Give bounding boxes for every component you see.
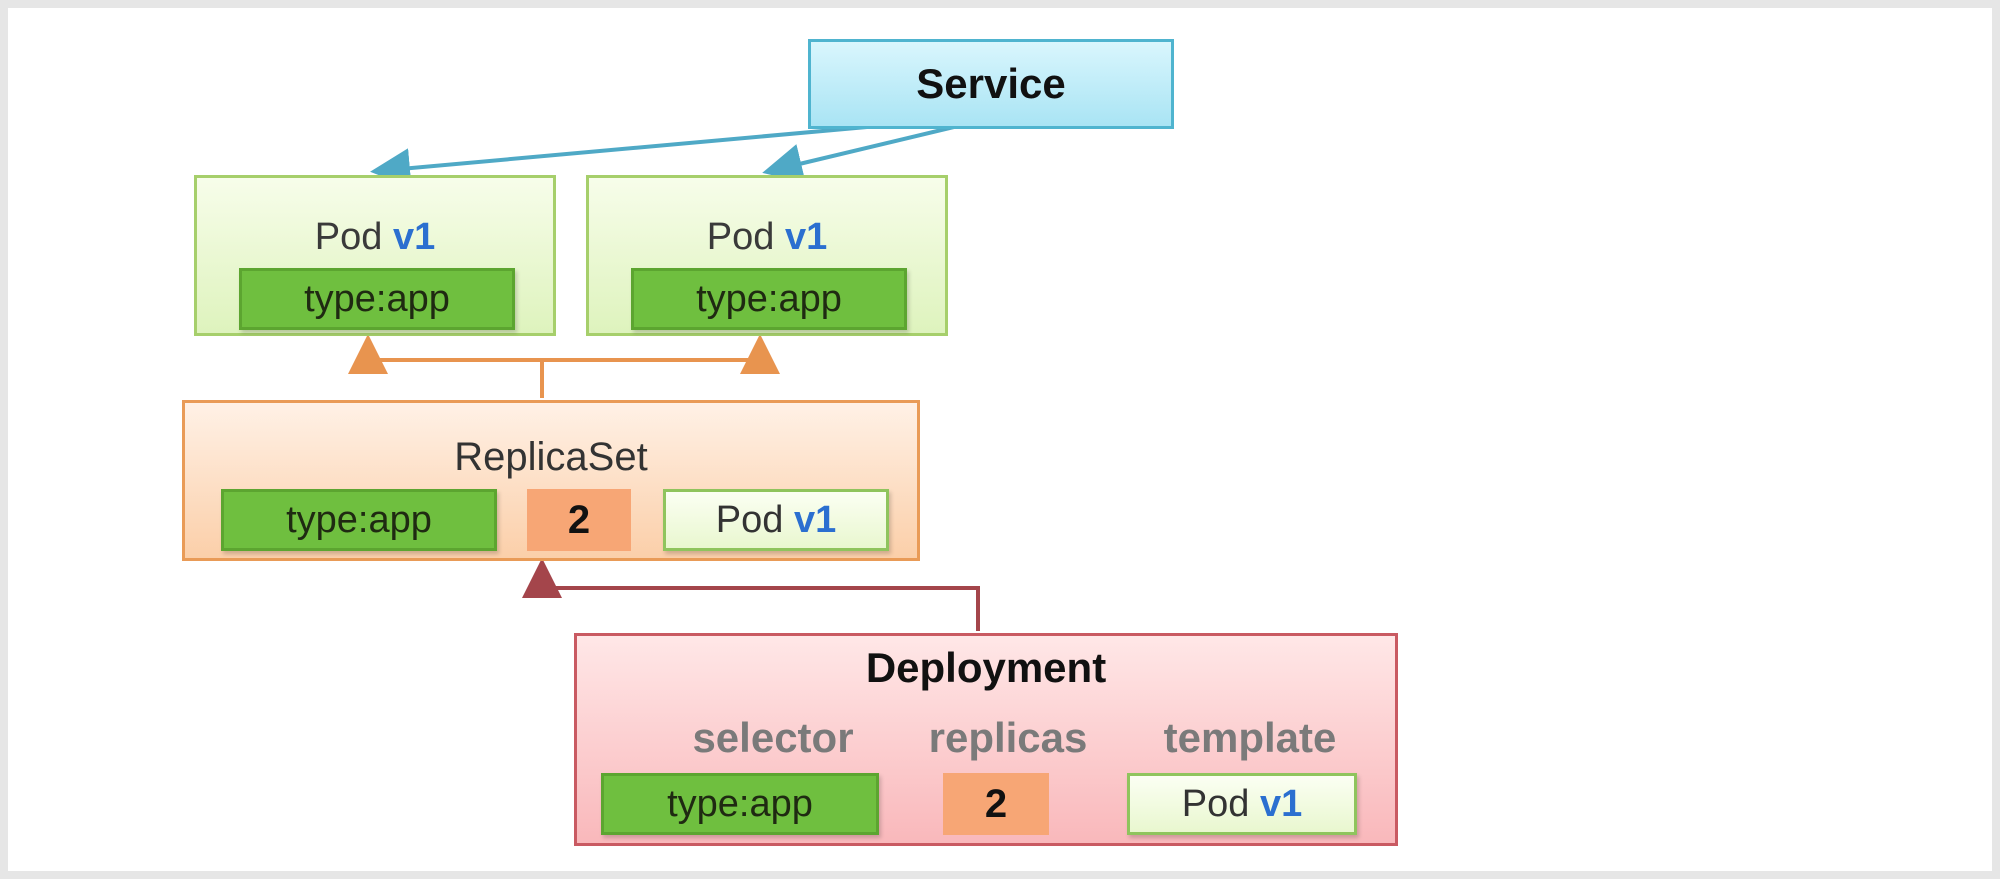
replicaset-box: ReplicaSet type:app 2 Pod v1 — [182, 400, 920, 561]
pod-label: type:app — [239, 268, 515, 330]
deployment-to-replicaset-connector — [540, 580, 980, 631]
template-pod-name: Pod — [715, 498, 784, 541]
replicaset-replicas-text: 2 — [567, 497, 591, 542]
template-pod-version: v1 — [793, 498, 837, 541]
pod-label-text: type:app — [304, 277, 450, 320]
service-box: Service — [808, 39, 1174, 129]
replicaset-selector-text: type:app — [286, 498, 432, 541]
replicaset-template: Pod v1 — [663, 489, 889, 551]
pod-name: Pod — [314, 216, 383, 258]
pod-title: Pod v1 — [589, 216, 945, 259]
replicaset-to-pod-right-connector — [542, 358, 762, 362]
deployment-title: Deployment — [865, 644, 1107, 691]
pod-name: Pod — [706, 216, 775, 258]
deployment-selector: type:app — [601, 773, 879, 835]
pod-box-left: Pod v1 type:app — [194, 175, 556, 336]
deployment-box: Deployment selector replicas template ty… — [574, 633, 1398, 846]
pod-version: v1 — [392, 216, 436, 258]
connectors — [348, 124, 980, 631]
deployment-replicas-label: replicas — [928, 714, 1088, 761]
replicaset-replicas: 2 — [527, 489, 631, 551]
deployment-replicas-text: 2 — [984, 781, 1008, 826]
template-pod-version: v1 — [1259, 782, 1303, 825]
deployment-template: Pod v1 — [1127, 773, 1357, 835]
pod-version: v1 — [784, 216, 828, 258]
pod-label: type:app — [631, 268, 907, 330]
template-pod-name: Pod — [1181, 782, 1250, 825]
deployment-selector-label: selector — [692, 714, 854, 761]
deployment-template-label: template — [1163, 714, 1337, 761]
service-label: Service — [916, 60, 1066, 107]
replicaset-selector: type:app — [221, 489, 497, 551]
deployment-selector-text: type:app — [667, 782, 813, 825]
replicaset-title: ReplicaSet — [454, 435, 648, 479]
diagram-canvas: Service Pod v1 type:app Pod v1 type:app … — [8, 8, 1992, 871]
pod-box-right: Pod v1 type:app — [586, 175, 948, 336]
replicaset-to-pods-connector — [368, 358, 544, 398]
service-to-pod-left-arrow — [370, 124, 879, 189]
pod-title: Pod v1 — [197, 216, 553, 259]
service-to-pod-right-arrow — [762, 124, 959, 184]
pod-label-text: type:app — [696, 277, 842, 320]
deployment-replicas: 2 — [943, 773, 1049, 835]
